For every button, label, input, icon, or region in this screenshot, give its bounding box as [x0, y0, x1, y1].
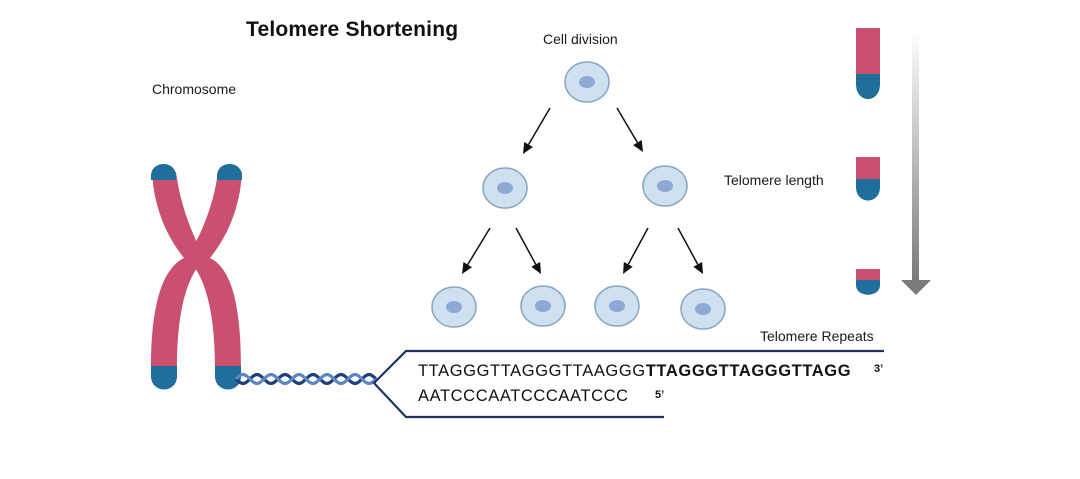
telomere-length-label: Telomere length: [724, 172, 824, 188]
cell-nucleus: [497, 182, 513, 194]
cell: [642, 165, 688, 207]
cell: [680, 288, 726, 330]
cell-nucleus: [609, 300, 625, 312]
sequence-top-bold: TTAGGGTTAGGGTTAGG: [645, 362, 852, 380]
chromosome: [151, 164, 242, 390]
arrow: [677, 227, 703, 274]
telomere-cap: [215, 366, 241, 390]
telomere-length-icons: [856, 28, 880, 295]
cell-nucleus: [579, 76, 595, 88]
cell: [594, 285, 640, 327]
cell: [482, 167, 528, 209]
diagram-title: Telomere Shortening: [246, 18, 459, 41]
chromosome-label: Chromosome: [152, 81, 237, 97]
arrow: [623, 227, 649, 274]
arrow: [616, 107, 643, 152]
cell-nucleus: [657, 180, 673, 192]
cell-division-label: Cell division: [543, 31, 618, 47]
sequence-bottom-strand: AATCCCAATCCCAATCCC: [418, 387, 629, 405]
sequence-bracket: [372, 349, 884, 419]
decreasing-arrow: [901, 30, 931, 295]
cell-nucleus: [695, 303, 711, 315]
dna-helix: [234, 373, 378, 385]
three-prime-label: 3’: [874, 363, 884, 375]
cell-division-tree: [431, 61, 726, 330]
telomere-cap: [151, 164, 176, 180]
sequence-top-strand: TTAGGGTTAGGGTTAAGGGTTAGGGTTAGGGTTAGG: [418, 362, 851, 381]
chromatid-left: [151, 172, 205, 368]
telomere-short-icon: [856, 269, 880, 295]
telomere-long-icon: [856, 28, 880, 99]
arrow: [462, 227, 491, 274]
arrow: [515, 227, 541, 274]
arrow: [523, 107, 551, 154]
sequence-top-plain: TTAGGGTTAGGGTTAAGGG: [418, 362, 646, 380]
telomere-medium-icon: [856, 157, 880, 201]
telomere-repeats-label: Telomere Repeats: [760, 328, 874, 344]
five-prime-label: 5’: [655, 389, 665, 401]
cell-nucleus: [446, 301, 462, 313]
telomere-cap: [151, 366, 177, 390]
cell: [564, 61, 610, 103]
cell-nucleus: [535, 300, 551, 312]
dna-strand: [234, 373, 378, 385]
cell: [431, 286, 477, 328]
cell: [520, 285, 566, 327]
chromatid-right: [187, 172, 242, 368]
telomere-cap: [217, 164, 242, 180]
